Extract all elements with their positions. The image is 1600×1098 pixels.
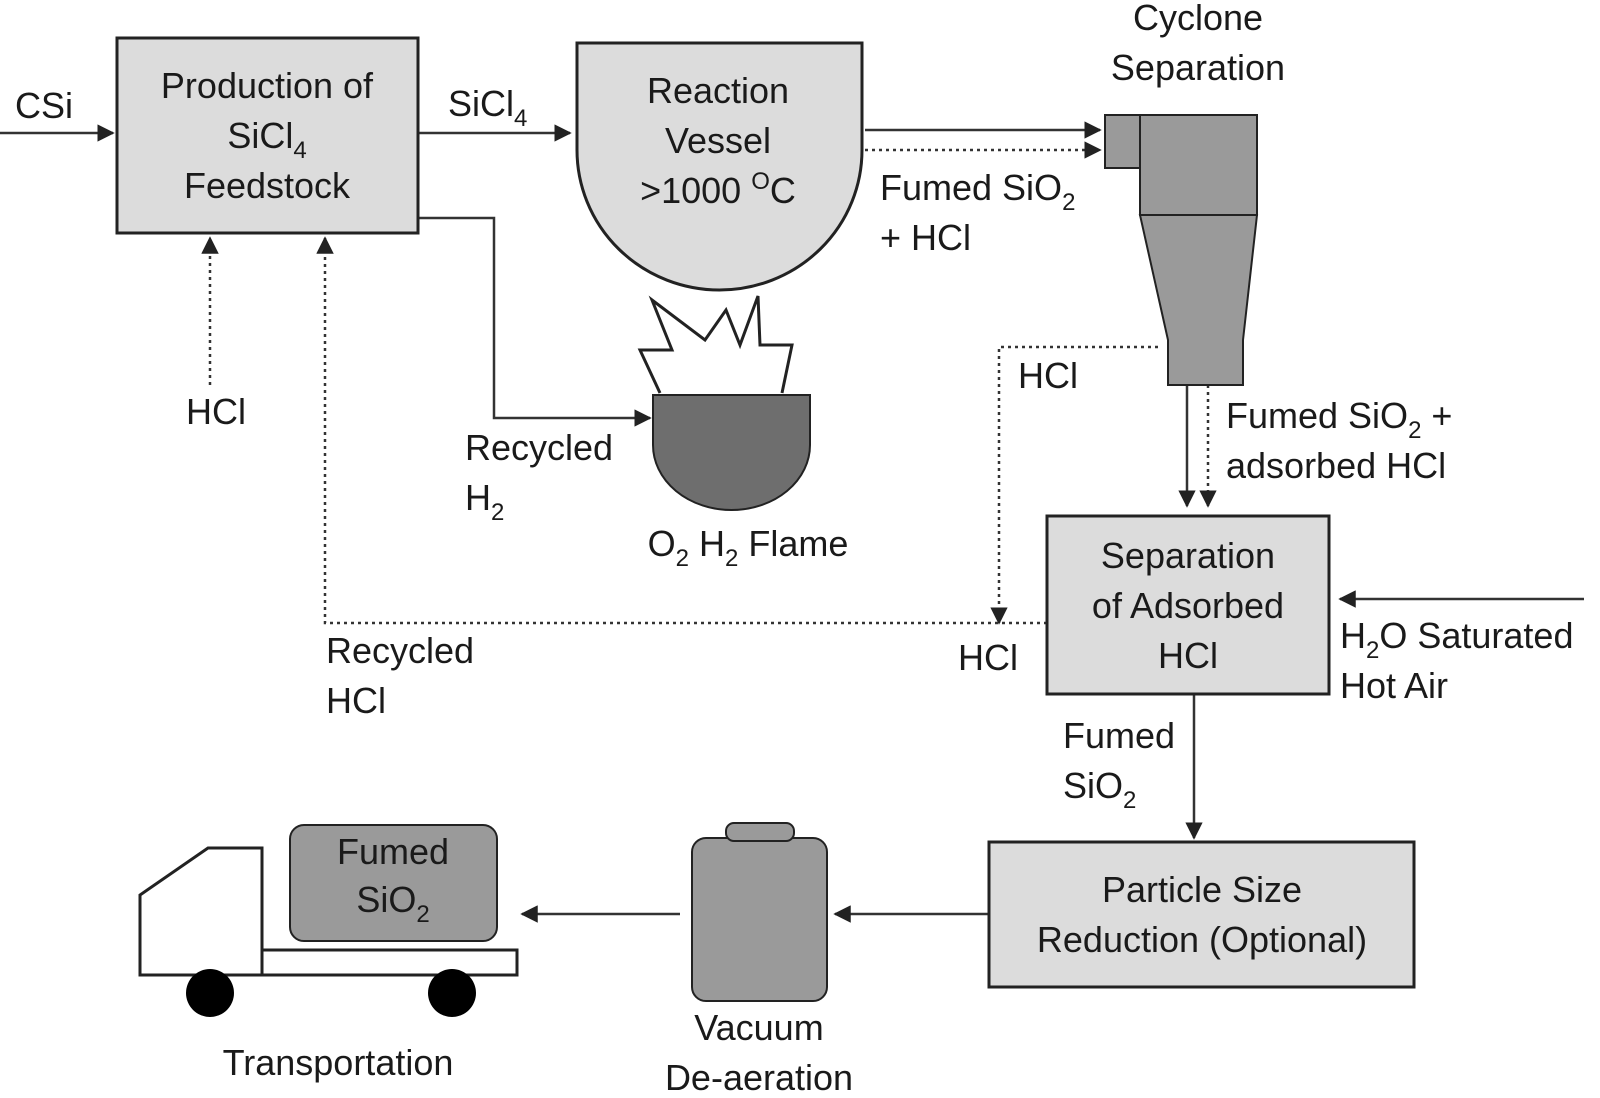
- recycled-h2-line2: H2: [465, 477, 504, 526]
- recycled-hcl-line1: Recycled: [326, 630, 474, 671]
- production-line3: Feedstock: [184, 165, 351, 206]
- cyclone-node: Cyclone Separation: [1104, 0, 1285, 386]
- vacuum-node: Vacuum De-aeration: [665, 822, 853, 1098]
- reaction-vessel-node: Reaction Vessel >1000 OC: [575, 41, 864, 292]
- cargo-line1: Fumed: [337, 831, 449, 872]
- recycled-hcl-line2: HCl: [326, 680, 386, 721]
- recycled-h2-line: [418, 216, 652, 427]
- truck-wheel-rear: [428, 969, 476, 1017]
- csi-label: CSi: [15, 85, 73, 126]
- vacuum-line2: De-aeration: [665, 1057, 853, 1093]
- truck-bed: [260, 948, 519, 977]
- sicl4-label: SiCl4: [448, 83, 527, 132]
- separation-node: Separation of Adsorbed HCl: [1045, 514, 1331, 696]
- fumed-adsorbed-line2: adsorbed HCl: [1226, 445, 1446, 486]
- particle-line2: Reduction (Optional): [1037, 919, 1367, 960]
- truck-node: Fumed SiO2 Transportation: [138, 824, 519, 1083]
- cargo-line2: SiO2: [356, 879, 429, 928]
- fumed-adsorbed-line1: Fumed SiO2 +: [1226, 395, 1452, 444]
- separation-line2: of Adsorbed: [1092, 585, 1284, 626]
- reaction-line2: Vessel: [665, 120, 771, 161]
- fumed-hcl-line2: + HCl: [880, 217, 971, 258]
- hcl-cyclone-dotted: [990, 345, 1158, 625]
- separation-line1: Separation: [1101, 535, 1275, 576]
- burner-bowl: [652, 394, 811, 511]
- production-line1: Production of: [161, 65, 374, 106]
- hot-air-line2: Hot Air: [1340, 665, 1448, 706]
- fumed-hcl-line1: Fumed SiO2: [880, 167, 1075, 216]
- vacuum-tank: [691, 837, 828, 1002]
- cyclone-body: [1139, 114, 1258, 216]
- hot-air-line1: H2O Saturated: [1340, 615, 1573, 664]
- hcl-input-label: HCl: [186, 391, 246, 432]
- truck-label: Transportation: [223, 1042, 454, 1083]
- cyclone-line1: Cyclone: [1133, 0, 1263, 38]
- particle-line1: Particle Size: [1102, 869, 1302, 910]
- truck-wheel-front: [186, 969, 234, 1017]
- flame-burst: [637, 295, 794, 394]
- cyclone-cone: [1138, 214, 1259, 386]
- flame-node: O2 H2 Flame: [637, 295, 849, 572]
- particle-size-node: Particle Size Reduction (Optional): [987, 840, 1416, 989]
- production-feedstock-node: Production of SiCl4 Feedstock: [115, 36, 420, 235]
- flame-label: O2 H2 Flame: [648, 523, 849, 572]
- connectors: [0, 121, 1584, 923]
- flow-labels: CSi SiCl4 Fumed SiO2 + HCl HCl Recycled …: [15, 83, 1573, 814]
- recycled-hcl-dotted: [316, 236, 1047, 625]
- reaction-line3: >1000 OC: [640, 168, 796, 211]
- recycled-h2-line1: Recycled: [465, 427, 613, 468]
- reaction-line1: Reaction: [647, 70, 789, 111]
- fumed-sio2-line1: Fumed: [1063, 715, 1175, 756]
- cyclone-line2: Separation: [1111, 47, 1285, 88]
- vacuum-line1: Vacuum: [694, 1007, 823, 1048]
- truck-cargo: [289, 824, 498, 942]
- hcl-separation-label: HCl: [958, 637, 1018, 678]
- fumed-sio2-line2: SiO2: [1063, 765, 1136, 814]
- hcl-cyclone-label: HCl: [1018, 355, 1078, 396]
- vacuum-tank-cap: [725, 822, 795, 842]
- separation-line3: HCl: [1158, 635, 1218, 676]
- truck-cab: [138, 846, 264, 977]
- production-line2: SiCl4: [227, 115, 306, 164]
